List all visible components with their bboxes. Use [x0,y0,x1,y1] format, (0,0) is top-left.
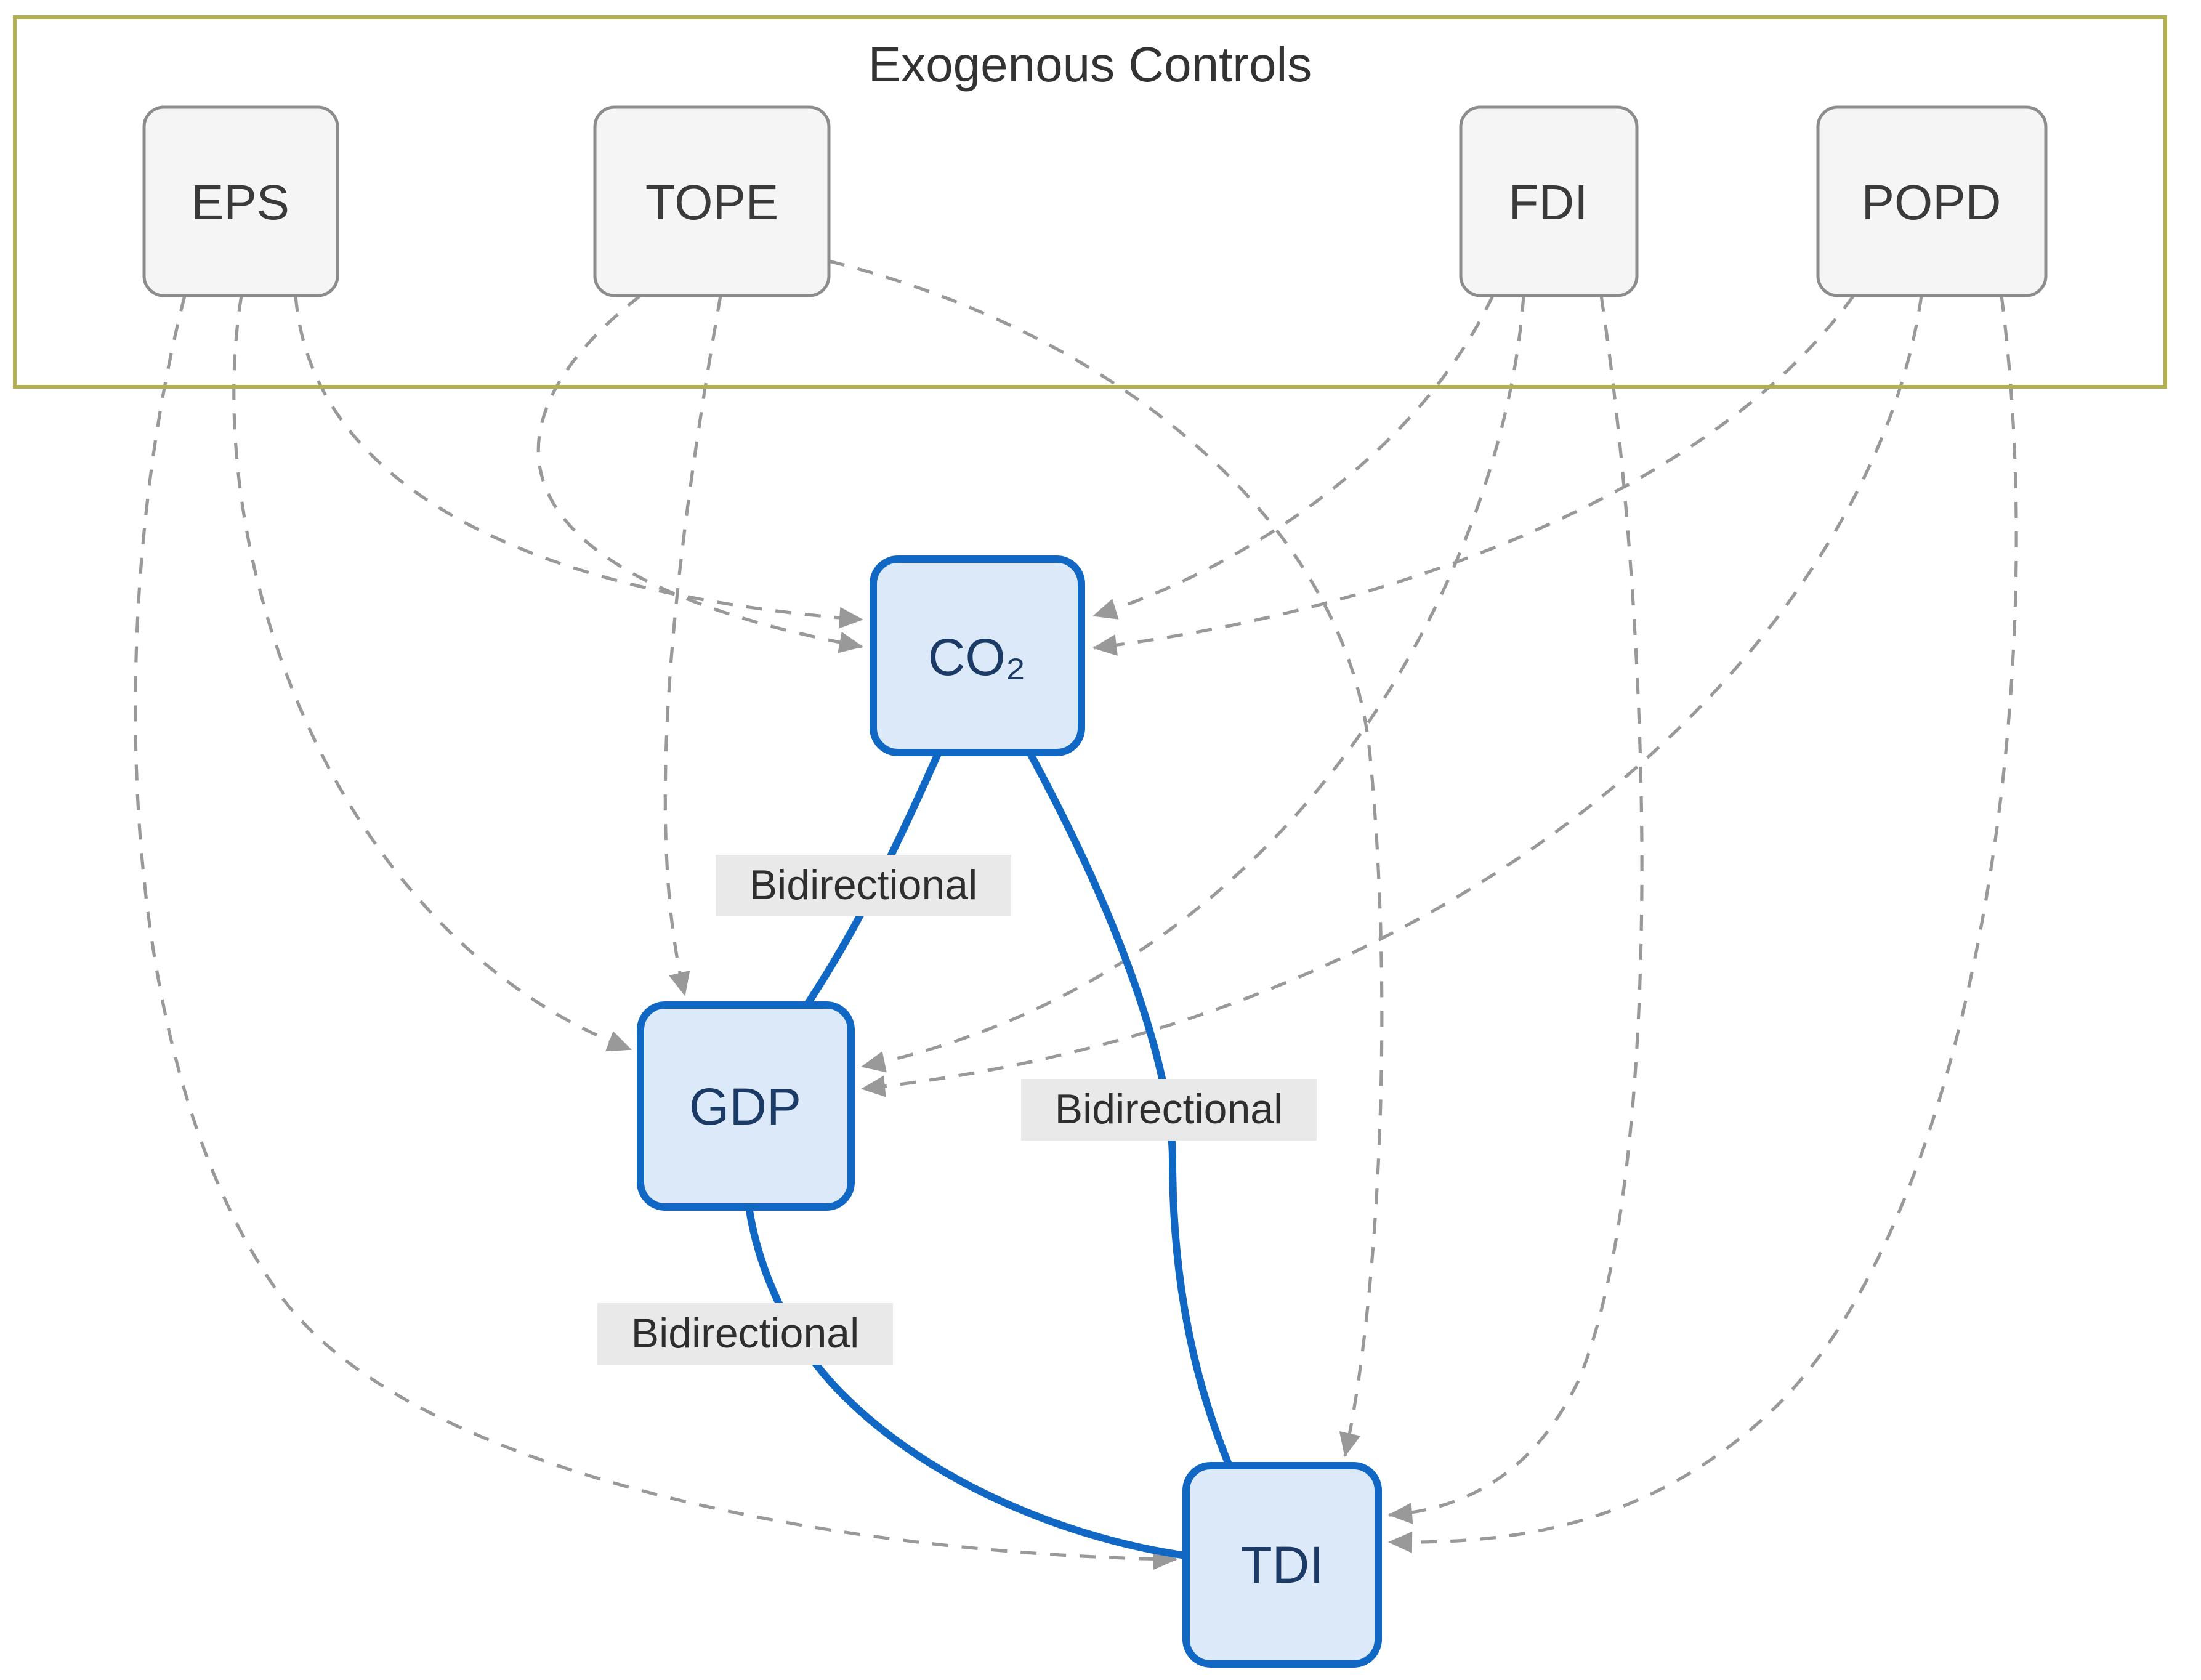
edge-eps-to-tdi [134,295,1177,1570]
node-co2-box [870,555,1085,756]
edge-tope-to-co2 [536,294,863,653]
node-tdi-label: TDI [1240,1536,1323,1594]
node-popd-label: POPD [1862,175,2001,230]
edge-label-bg [597,1303,893,1365]
node-eps: EPS [142,105,339,297]
node-gdp-box [637,1001,855,1211]
edge-label-bg [716,855,1011,916]
edge-popd-to-tdi [1388,295,2018,1553]
container-title: Exogenous Controls [868,37,1312,92]
edge-label-co2-gdp: Bidirectional [716,855,1011,916]
container-border [13,15,2167,389]
edge-label-text: Bidirectional [631,1310,859,1357]
edge-label-text: Bidirectional [749,862,977,908]
node-fdi-label: FDI [1509,175,1588,230]
node-eps-box [142,105,339,297]
edge-gdp-tdi [745,1206,1187,1559]
node-tdi: TDI [1182,1462,1382,1668]
edge-fdi-to-gdp [861,295,1525,1073]
node-popd-box [1816,105,2048,297]
node-gdp-label: GDP [689,1078,801,1136]
edge-label-text: Bidirectional [1055,1086,1283,1133]
edge-fdi-to-co2 [1092,294,1495,620]
node-popd: POPD [1816,105,2048,297]
node-tope: TOPE [593,105,831,297]
edge-eps-to-co2 [294,295,863,629]
node-fdi: FDI [1459,105,1639,297]
edge-popd-to-gdp [861,295,1923,1097]
edge-popd-to-co2 [1092,294,1856,656]
node-eps-label: EPS [191,175,289,230]
edge-label-gdp-tdi: Bidirectional [597,1303,893,1365]
edge-tope-to-tdi [828,259,1384,1457]
node-fdi-box [1459,105,1639,297]
edge-eps-to-gdp [232,295,632,1052]
node-tope-box [593,105,831,297]
node-tope-label: TOPE [645,175,778,230]
edge-co2-tdi [1026,751,1233,1468]
node-co2-label: CO₂ [928,628,1026,686]
edge-label-bg [1021,1079,1317,1141]
node-tdi-box [1182,1462,1382,1668]
edge-label-co2-tdi: Bidirectional [1021,1079,1317,1141]
node-co2: CO₂ [870,555,1085,756]
node-gdp: GDP [637,1001,855,1211]
dashed-edges [134,259,2018,1570]
exogenous-controls-container: Exogenous Controls [13,15,2167,389]
edge-fdi-to-tdi [1388,295,1644,1524]
edge-tope-to-gdp [663,295,722,996]
